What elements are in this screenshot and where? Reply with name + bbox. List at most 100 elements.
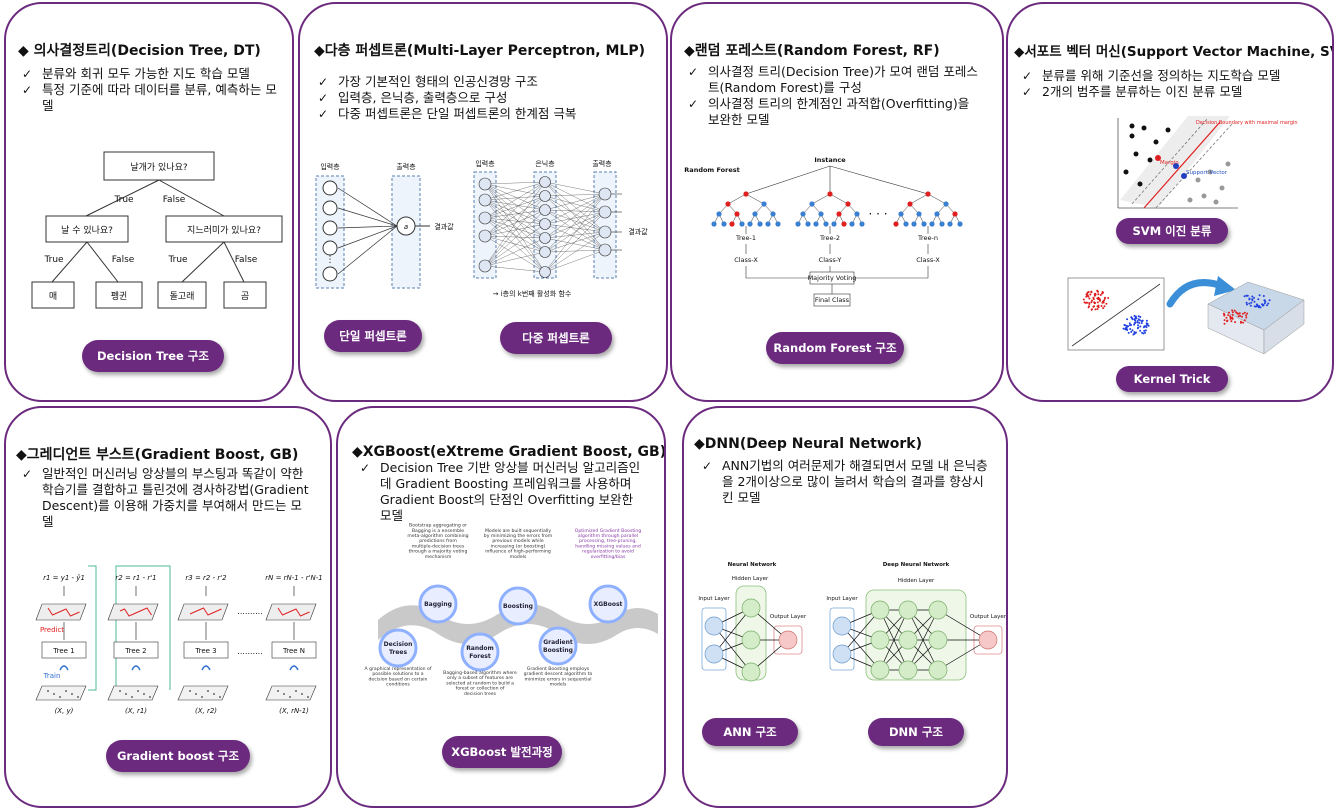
input-node xyxy=(478,259,492,273)
residual-formula: rN = rN-1 - r'N-1 xyxy=(265,574,323,582)
ann-structure-button[interactable]: ANN 구조 xyxy=(702,718,798,746)
kernel-3d-point xyxy=(1264,300,1267,303)
tree-node xyxy=(747,221,753,227)
input-node xyxy=(478,193,492,207)
note-line: decision trees xyxy=(464,691,497,697)
note-line: Bagging-based algorithm where xyxy=(443,670,517,676)
class-b-point xyxy=(1213,199,1219,205)
kernel-point xyxy=(1141,319,1144,322)
tree-node xyxy=(947,221,953,227)
kernel-3d-point xyxy=(1222,312,1225,315)
mlp-edge xyxy=(544,211,606,239)
ellipsis: .......... xyxy=(237,647,262,656)
tree-node xyxy=(898,211,904,217)
data-point xyxy=(195,693,197,695)
tree-node xyxy=(770,211,776,217)
class-a-point xyxy=(1123,169,1129,175)
card-dnn: ◆DNN(Deep Neural Network) ANN기법의 여러문제가 해… xyxy=(682,406,1008,808)
random-forest-button[interactable]: Random Forest 구조 xyxy=(766,332,904,364)
tree-node xyxy=(752,211,758,217)
kernel-point xyxy=(1145,319,1148,322)
dnn-structure-button[interactable]: DNN 구조 xyxy=(868,718,964,746)
kernel-point xyxy=(1147,324,1150,327)
kernel-3d-point xyxy=(1227,314,1230,317)
kernel-3d-point xyxy=(1241,315,1243,318)
mlp-edge xyxy=(484,199,546,253)
kernel-3d-point xyxy=(1226,319,1229,322)
kernel-3d-point xyxy=(1223,322,1226,325)
kernel-3d-point xyxy=(1257,306,1260,309)
kernel-3d-point xyxy=(1248,302,1251,305)
ann-hidden-node xyxy=(741,630,761,650)
kernel-point xyxy=(1105,302,1108,305)
mlp-edge xyxy=(484,235,546,253)
tree-edge xyxy=(811,193,831,205)
kernel-3d-point xyxy=(1258,294,1261,297)
xgboost-button[interactable]: XGBoost 발전과정 xyxy=(442,736,562,768)
rf-label: Random Forest xyxy=(684,166,739,174)
ann-hidden-node xyxy=(741,662,761,682)
note-line: through a majority voting xyxy=(409,549,468,555)
kernel-point xyxy=(1139,325,1142,328)
kernel-3d-point xyxy=(1255,303,1258,306)
data-plane xyxy=(35,685,87,701)
stage-label: XGBoost xyxy=(594,601,623,608)
data-point xyxy=(189,690,191,692)
kernel-point xyxy=(1096,301,1099,304)
note-line: conditions xyxy=(386,682,410,688)
output-node xyxy=(598,225,612,239)
train-arrow xyxy=(201,665,211,671)
stage-label: Bagging xyxy=(424,601,452,608)
gradient-boost-button[interactable]: Gradient boost 구조 xyxy=(106,740,250,772)
rf-class-label: Class-Y xyxy=(819,256,842,264)
dt-no-label: False xyxy=(112,255,135,265)
svg-text:a: a xyxy=(404,223,408,231)
mlp-diagram: 입력층 출력층 ⋮ a 결과값 입력층 은닉층 출력층 결과값 → i층의 k번… xyxy=(315,159,648,298)
tree-node xyxy=(716,211,722,217)
svm-binary-button[interactable]: SVM 이진 분류 xyxy=(1116,218,1228,244)
multi-perceptron-button[interactable]: 다중 퍼셉트론 xyxy=(500,322,612,354)
note-line: by minimizing the errors from xyxy=(484,533,553,539)
mlp-edge xyxy=(484,265,546,273)
single-perceptron-button[interactable]: 단일 퍼셉트론 xyxy=(324,320,422,352)
mlp-edge xyxy=(544,223,606,251)
card-title: ◆그레디언트 부스트(Gradient Boost, GB) xyxy=(16,447,299,463)
support-vector-point xyxy=(1181,173,1187,179)
bullet-item: 2개의 범주를 분류하는 이진 분류 모델 xyxy=(1022,84,1318,100)
perceptron-edge xyxy=(337,225,398,249)
note-line: Bootstrap aggregating or xyxy=(409,523,467,529)
dnn-edge xyxy=(937,609,989,641)
card-gradient-boost: ◆그레디언트 부스트(Gradient Boost, GB) 일반적인 머신러닝… xyxy=(4,406,332,808)
mlp-edge xyxy=(544,211,606,273)
dt-left-node: 날 수 있나요? xyxy=(61,224,113,236)
kernel-trick-button[interactable]: Kernel Trick xyxy=(1116,366,1228,392)
note-line: decision based on certain xyxy=(369,676,428,682)
bullet-list: 의사결정 트리(Decision Tree)가 모여 랜덤 포레스트(Rando… xyxy=(688,64,978,128)
dt-no-label: False xyxy=(163,195,186,205)
tree-box xyxy=(271,641,317,659)
kernel-point xyxy=(1089,293,1092,296)
tree-node xyxy=(831,221,837,227)
kernel-3d-point xyxy=(1251,298,1254,301)
tree-node xyxy=(809,201,815,207)
kernel-point xyxy=(1127,331,1130,334)
data-point xyxy=(131,696,133,698)
kernel-point xyxy=(1134,321,1137,324)
input-node xyxy=(478,211,492,225)
dt-root-label: 날개가 있나요? xyxy=(130,161,188,173)
mlp-edge xyxy=(484,183,546,253)
dt-yes-label: True xyxy=(167,255,188,265)
note-line: previous models while xyxy=(492,538,543,544)
perceptron-edge xyxy=(337,225,398,275)
kernel-3d-point xyxy=(1230,320,1233,323)
residual-formula: r2 = r1 - r'1 xyxy=(115,574,156,582)
hidden-node xyxy=(539,218,551,230)
mlp-edge xyxy=(484,235,546,273)
kernel-point xyxy=(1101,291,1104,293)
data-point xyxy=(213,693,215,695)
kernel-point xyxy=(1088,305,1090,308)
dnn-hidden-node xyxy=(870,660,890,680)
decision-tree-button[interactable]: Decision Tree 구조 xyxy=(82,340,224,372)
perceptron-edge xyxy=(337,187,398,227)
mlp-result-label: 결과값 xyxy=(628,227,648,236)
